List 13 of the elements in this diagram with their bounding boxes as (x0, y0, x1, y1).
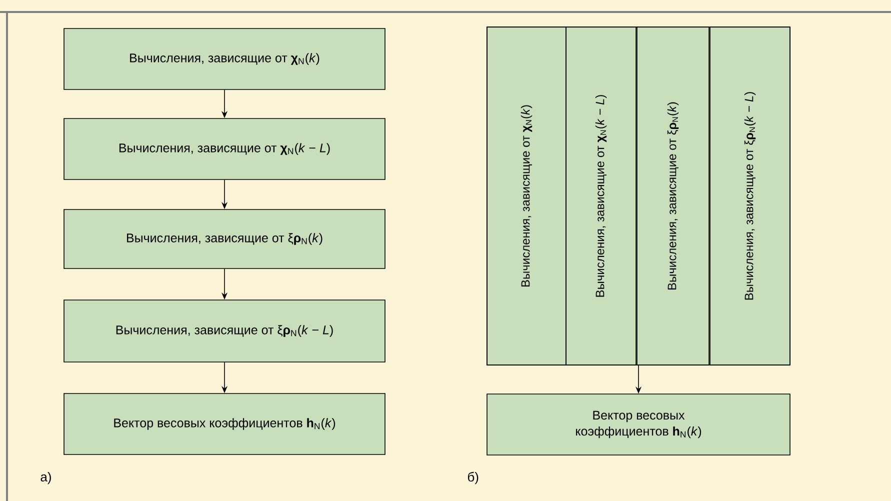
panel-label: а) (40, 472, 51, 484)
process-box: Вектор весовых коэффициентов h$_{N}$(k) (64, 393, 386, 455)
column-cell: Вычисления, зависящие от ξρ$_{N}$(k) (636, 26, 710, 366)
column-cell: Вычисления, зависящие от χ$_{N}$(k) (486, 26, 566, 366)
process-box: Вычисления, зависящие от χ$_{N}$(k) (64, 28, 386, 90)
column-cell: Вычисления, зависящие от ξρ$_{N}$(k − L) (710, 26, 790, 366)
process-box: Вектор весовых коэффициентов h$_{N}$(k) (486, 394, 790, 456)
process-box: Вычисления, зависящие от ξρ$_{N}$(k) (64, 209, 386, 269)
panel-label: б) (468, 472, 478, 484)
process-box: Вычисления, зависящие от χ$_{N}$(k − L) (64, 118, 386, 180)
column-block (486, 26, 790, 366)
column-cell: Вычисления, зависящие от χ$_{N}$(k − L) (566, 26, 636, 366)
process-box: Вычисления, зависящие от ξρ$_{N}$(k − L) (64, 300, 386, 362)
